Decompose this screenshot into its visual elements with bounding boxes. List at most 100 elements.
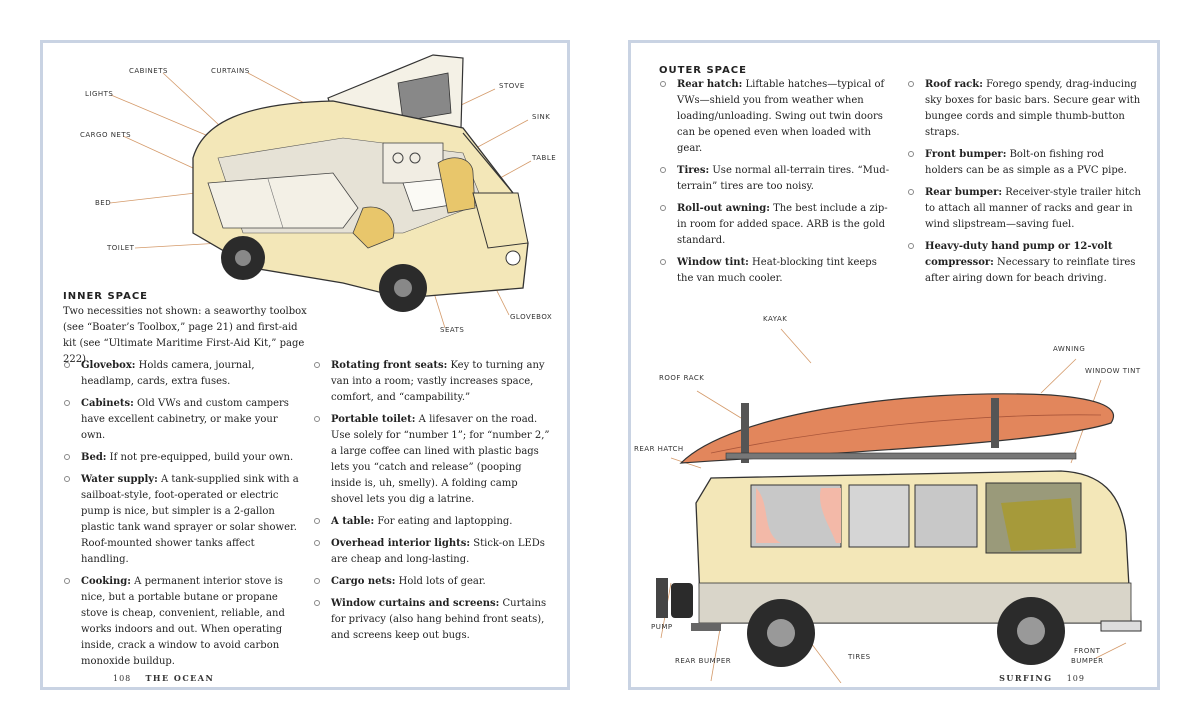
section-title: THE OCEAN	[145, 673, 215, 683]
item-term: Cargo nets:	[331, 576, 396, 587]
bullet-icon	[64, 454, 70, 460]
interior-van-illustration	[109, 54, 532, 329]
item-description: Stick-on LEDs are cheap and long-lasting…	[331, 538, 545, 565]
callout-roof-rack: ROOF RACK	[659, 374, 705, 382]
list-item: Rotating front seats: Key to turning any…	[313, 358, 553, 406]
bullet-icon	[314, 362, 320, 368]
bullet-icon	[64, 400, 70, 406]
item-description: A tank-supplied sink with a sailboat-sty…	[81, 474, 299, 565]
callout-sink: SINK	[532, 113, 551, 121]
inner-space-list-col1: Glovebox: Holds camera, journal, headlam…	[63, 358, 299, 676]
callout-front-bumper-line1: FRONT	[1074, 647, 1101, 655]
bullet-icon	[314, 600, 320, 606]
callout-bed: BED	[95, 199, 112, 207]
list-item: Heavy-duty hand pump or 12-volt compress…	[907, 239, 1141, 287]
list-item: Cargo nets: Hold lots of gear.	[313, 574, 553, 590]
exterior-van-illustration	[656, 328, 1142, 683]
item-term: Roll-out awning:	[677, 203, 770, 214]
bullet-icon	[908, 81, 914, 87]
callout-window-tint: WINDOW TINT	[1085, 367, 1141, 375]
item-description: Curtains for privacy (also hang behind f…	[331, 598, 547, 641]
item-description: For eating and laptopping.	[374, 516, 513, 527]
right-page: OUTER SPACE Rear hatch: Liftable hatches…	[628, 40, 1160, 690]
bullet-icon	[908, 243, 914, 249]
item-term: Rear bumper:	[925, 187, 1003, 198]
bullet-icon	[314, 578, 320, 584]
item-description: Key to turning any van into a room; vast…	[331, 360, 545, 403]
item-description: If not pre-equipped, build your own.	[106, 452, 294, 463]
item-term: Window tint:	[677, 257, 749, 268]
bullet-icon	[64, 476, 70, 482]
callout-table: TABLE	[532, 154, 557, 162]
item-description: Hold lots of gear.	[395, 576, 486, 587]
list-item: Roof rack: Forego spendy, drag-inducing …	[907, 77, 1141, 141]
callout-awning: AWNING	[1053, 345, 1086, 353]
item-term: Portable toilet:	[331, 414, 416, 425]
callout-glovebox: GLOVEBOX	[510, 313, 553, 321]
item-description: A permanent interior stove is nice, but …	[81, 576, 285, 667]
list-item: Rear hatch: Liftable hatches—typical of …	[659, 77, 891, 157]
item-term: Cabinets:	[81, 398, 134, 409]
list-item: A table: For eating and laptopping.	[313, 514, 553, 530]
item-description: Bolt-on fishing rod holders can be as si…	[925, 149, 1127, 176]
item-term: Heavy-duty hand pump or 12-volt compress…	[925, 241, 1113, 268]
item-description: Necessary to reinflate tires after airin…	[925, 257, 1136, 284]
list-item: Window curtains and screens: Curtains fo…	[313, 596, 553, 644]
bullet-icon	[660, 81, 666, 87]
item-description: Holds camera, journal, headlamp, cards, …	[81, 360, 255, 387]
callout-stove: STOVE	[499, 82, 525, 90]
callout-seats: SEATS	[440, 326, 465, 334]
list-item: Portable toilet: A lifesaver on the road…	[313, 412, 553, 508]
page-number: 108	[113, 674, 132, 683]
callout-cabinets: CABINETS	[129, 67, 168, 75]
left-page: CABINETS CURTAINS LIGHTS STOVE SINK CARG…	[40, 40, 570, 690]
page-folio-left: 108 THE OCEAN	[113, 673, 214, 683]
list-item: Cooking: A permanent interior stove is n…	[63, 574, 299, 670]
bullet-icon	[314, 416, 320, 422]
bullet-icon	[660, 205, 666, 211]
outer-space-list-col1: Rear hatch: Liftable hatches—typical of …	[659, 77, 891, 293]
item-description: Liftable hatches—typical of VWs—shield y…	[677, 79, 885, 154]
list-item: Glovebox: Holds camera, journal, headlam…	[63, 358, 299, 390]
item-description: The best include a zip-in room for added…	[677, 203, 888, 246]
list-item: Roll-out awning: The best include a zip-…	[659, 201, 891, 249]
item-term: Tires:	[677, 165, 710, 176]
bullet-icon	[908, 189, 914, 195]
item-description: Use normal all-terrain tires. “Mud-terra…	[677, 165, 890, 192]
item-term: Front bumper:	[925, 149, 1007, 160]
callout-rear-bumper: REAR BUMPER	[675, 657, 732, 665]
item-term: Roof rack:	[925, 79, 983, 90]
callout-rear-hatch: REAR HATCH	[634, 445, 684, 453]
inner-space-heading: INNER SPACE	[63, 291, 148, 302]
callout-tires: TIRES	[848, 653, 871, 661]
list-item: Window tint: Heat-blocking tint keeps th…	[659, 255, 891, 287]
section-title: SURFING	[999, 673, 1053, 683]
item-term: Glovebox:	[81, 360, 136, 371]
bullet-icon	[314, 540, 320, 546]
list-item: Water supply: A tank-supplied sink with …	[63, 472, 299, 568]
list-item: Cabinets: Old VWs and custom campers hav…	[63, 396, 299, 444]
callout-front-bumper: FRONT BUMPER	[1071, 646, 1103, 666]
item-term: Water supply:	[81, 474, 158, 485]
inner-space-list-col2: Rotating front seats: Key to turning any…	[313, 358, 553, 650]
item-term: Window curtains and screens:	[331, 598, 500, 609]
list-item: Bed: If not pre-equipped, build your own…	[63, 450, 299, 466]
callout-lights: LIGHTS	[85, 90, 114, 98]
item-description: Old VWs and custom campers have excellen…	[81, 398, 289, 441]
bullet-icon	[64, 362, 70, 368]
item-term: Overhead interior lights:	[331, 538, 471, 549]
list-item: Front bumper: Bolt-on fishing rod holder…	[907, 147, 1141, 179]
callout-curtains: CURTAINS	[211, 67, 250, 75]
callout-front-bumper-line2: BUMPER	[1071, 657, 1104, 665]
bullet-icon	[314, 518, 320, 524]
item-description: A lifesaver on the road. Use solely for …	[331, 414, 550, 505]
outer-space-list-col2: Roof rack: Forego spendy, drag-inducing …	[907, 77, 1141, 293]
item-term: A table:	[331, 516, 375, 527]
bullet-icon	[64, 578, 70, 584]
bullet-icon	[660, 259, 666, 265]
callout-cargo-nets: CARGO NETS	[80, 131, 132, 139]
item-description: Receiver-style trailer hitch to attach a…	[925, 187, 1141, 230]
outer-space-heading: OUTER SPACE	[659, 65, 747, 76]
item-term: Rear hatch:	[677, 79, 743, 90]
item-description: Forego spendy, drag-inducing sky boxes f…	[925, 79, 1141, 138]
